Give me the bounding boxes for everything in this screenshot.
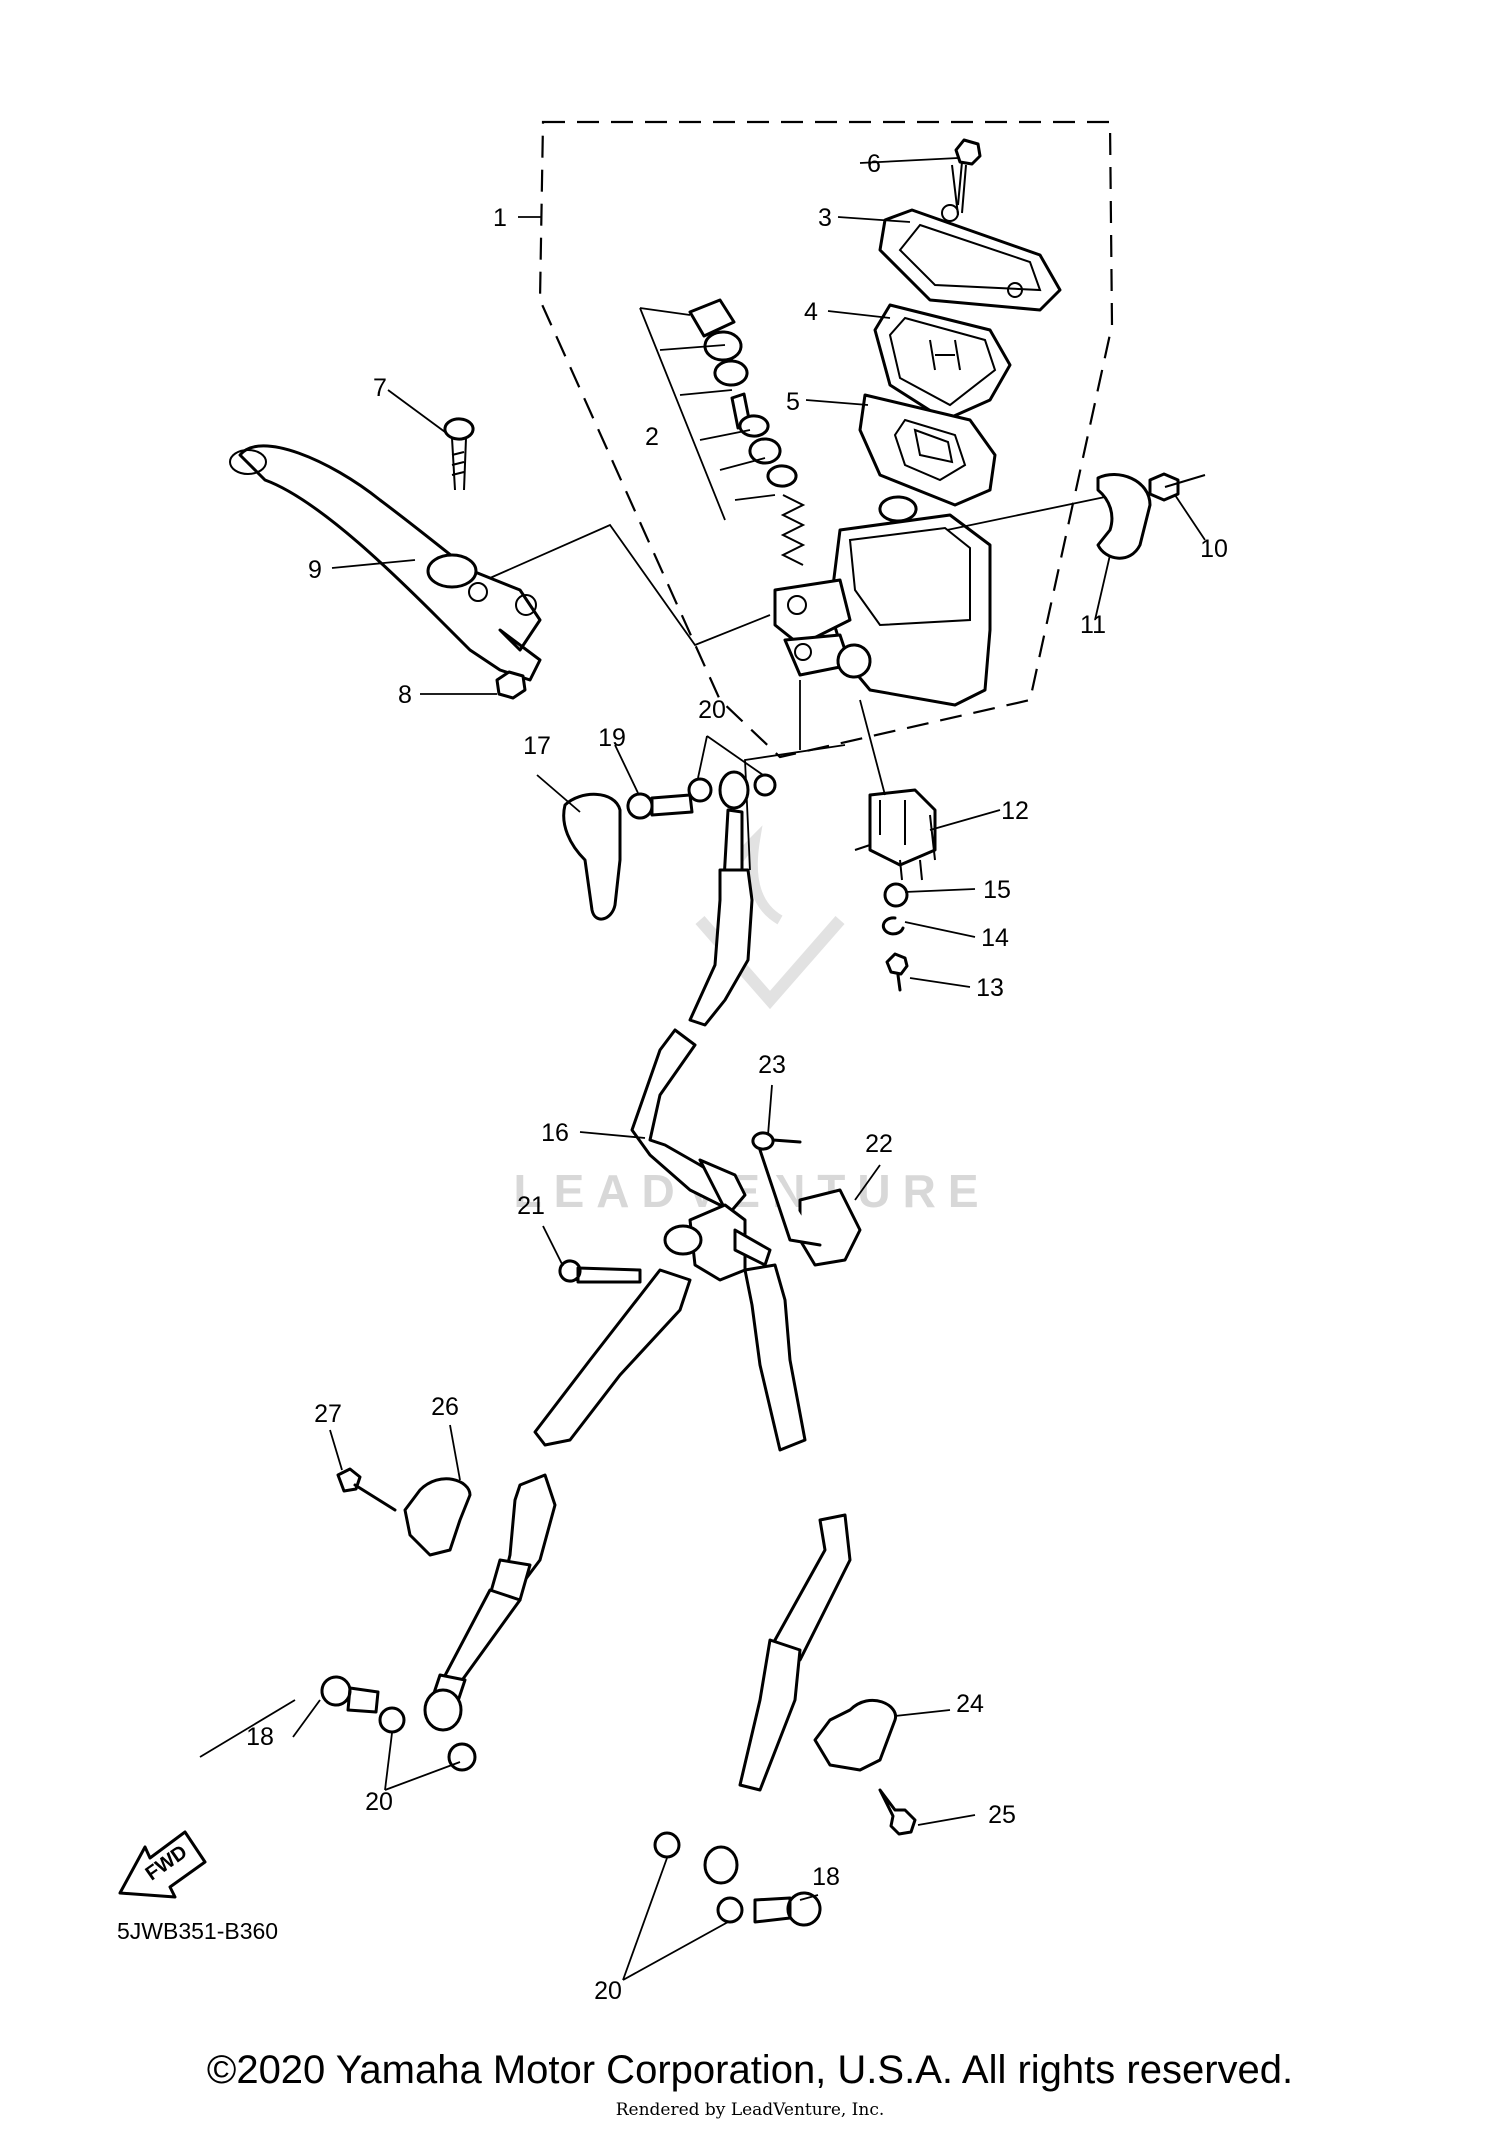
callout-24: 24 bbox=[956, 1690, 984, 1718]
callout-22: 22 bbox=[865, 1130, 893, 1158]
forward-direction-arrow: FWD bbox=[118, 1830, 207, 1899]
gasket-part bbox=[687, 777, 713, 803]
callout-19: 19 bbox=[598, 724, 626, 752]
gasket-part bbox=[378, 1706, 406, 1734]
callout-4: 4 bbox=[804, 298, 818, 326]
reservoir-cap-part bbox=[878, 138, 1062, 312]
callout-14: 14 bbox=[981, 924, 1009, 952]
callout-20-left: 20 bbox=[365, 1788, 393, 1816]
callout-18-right: 18 bbox=[812, 1863, 840, 1891]
gasket-part bbox=[447, 1742, 477, 1772]
diaphragm-part bbox=[873, 303, 1012, 422]
callout-labels: 1 2 3 4 5 6 7 8 9 10 11 12 13 14 15 16 1… bbox=[246, 150, 1228, 2005]
lower-right-brake-hose-part bbox=[703, 1263, 852, 1885]
hose-clamp-26-part bbox=[403, 1477, 472, 1557]
union-bolt-18-left-part bbox=[320, 1675, 380, 1714]
gasket-part bbox=[653, 1831, 681, 1859]
master-cylinder-body-part bbox=[773, 495, 992, 707]
callout-9: 9 bbox=[308, 556, 322, 584]
bolt-27-part bbox=[336, 1467, 397, 1512]
piston-kit-part bbox=[688, 298, 806, 566]
washer-15-part bbox=[883, 882, 909, 908]
callout-23: 23 bbox=[758, 1051, 786, 1079]
bolt-25-part bbox=[878, 1788, 917, 1836]
lever-pivot-bolt-part bbox=[443, 417, 475, 491]
diagram-code: 5JWB351-B360 bbox=[117, 1918, 279, 1944]
copyright-notice: ©2020 Yamaha Motor Corporation, U.S.A. A… bbox=[206, 2048, 1294, 2092]
hose-joint-part bbox=[663, 1203, 772, 1282]
callout-21: 21 bbox=[517, 1192, 545, 1220]
callout-3: 3 bbox=[818, 204, 832, 232]
hose-clamp-24-part bbox=[813, 1698, 897, 1772]
diaphragm-plate-part bbox=[858, 393, 997, 507]
callout-13: 13 bbox=[976, 974, 1004, 1002]
callout-12: 12 bbox=[1001, 797, 1029, 825]
bolt-21-part bbox=[558, 1259, 642, 1284]
gasket-part bbox=[753, 773, 777, 797]
callout-20-top: 20 bbox=[698, 696, 726, 724]
callout-2: 2 bbox=[645, 423, 659, 451]
callout-8: 8 bbox=[398, 681, 412, 709]
callout-7: 7 bbox=[373, 374, 387, 402]
upper-brake-hose-part bbox=[630, 808, 754, 1217]
callout-17: 17 bbox=[523, 732, 551, 760]
holder-part bbox=[1096, 472, 1206, 560]
brake-switch-part bbox=[854, 699, 937, 881]
boot-part bbox=[562, 792, 622, 921]
callout-26: 26 bbox=[431, 1393, 459, 1421]
watermark-text: LEADVENTURE bbox=[513, 1165, 990, 1217]
union-bolt-18-right-part bbox=[753, 1891, 822, 1927]
callout-15: 15 bbox=[983, 876, 1011, 904]
callout-1: 1 bbox=[493, 204, 507, 232]
callout-27: 27 bbox=[314, 1400, 342, 1428]
callout-6: 6 bbox=[867, 150, 881, 178]
callout-16: 16 bbox=[541, 1119, 569, 1147]
callout-25: 25 bbox=[988, 1801, 1016, 1829]
washer-14-part bbox=[881, 916, 905, 936]
callout-11: 11 bbox=[1080, 611, 1106, 639]
lower-left-brake-hose-part bbox=[423, 1268, 692, 1732]
bolt-23-part bbox=[751, 1131, 822, 1247]
callout-18-left: 18 bbox=[246, 1723, 274, 1751]
hose-banjo-top-part bbox=[718, 770, 750, 810]
screw-6-part bbox=[954, 138, 982, 166]
union-bolt-19-part bbox=[626, 792, 694, 820]
gasket-part bbox=[716, 1896, 744, 1924]
callout-20-bottom: 20 bbox=[594, 1977, 622, 2005]
callout-leader-lines bbox=[199, 157, 1206, 1981]
assembly-tie-lines bbox=[489, 496, 1106, 871]
piston-kit-bracket bbox=[639, 307, 776, 521]
callout-5: 5 bbox=[786, 388, 800, 416]
lever-nut-part bbox=[495, 670, 527, 700]
callout-10: 10 bbox=[1200, 535, 1228, 563]
screw-13-part bbox=[885, 952, 909, 992]
rendered-by-notice: Rendered by LeadVenture, Inc. bbox=[615, 2100, 885, 2120]
